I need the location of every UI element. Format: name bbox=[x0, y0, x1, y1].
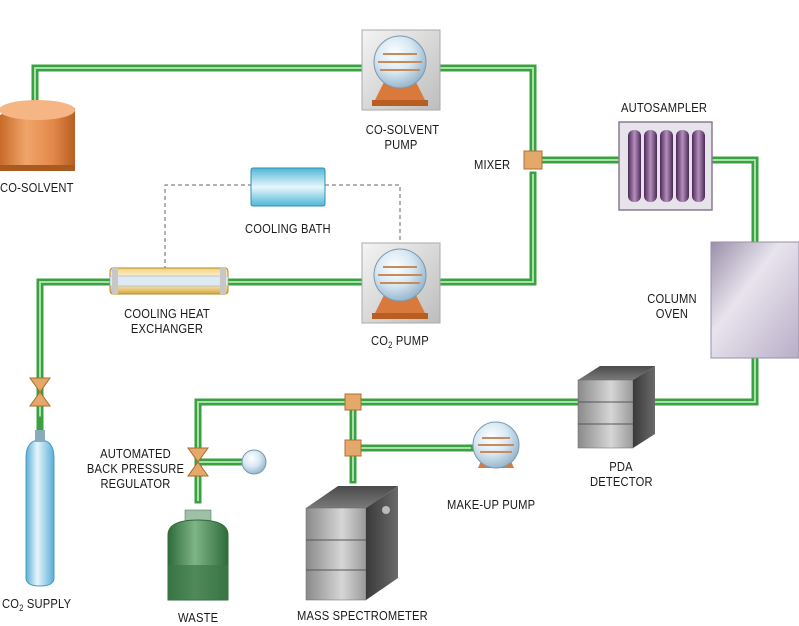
autosampler-to-oven-line bbox=[708, 156, 759, 249]
co2-pump bbox=[361, 242, 441, 324]
make-up-tee-fitting bbox=[344, 439, 362, 457]
cooling-heat-exchanger bbox=[109, 267, 229, 295]
label-back-pressure-regulator: AUTOMATED BACK PRESSURE REGULATOR bbox=[86, 446, 185, 491]
co-solvent-reservoir bbox=[0, 100, 75, 171]
cooling-bath bbox=[250, 167, 326, 207]
cooling-loop-dashed bbox=[164, 184, 401, 270]
co2-valve-icon bbox=[29, 377, 51, 407]
waste-bottle bbox=[167, 509, 229, 601]
label-mixer: MIXER bbox=[474, 157, 511, 172]
co-solvent-line bbox=[31, 64, 537, 164]
splitter-fitting bbox=[344, 393, 362, 411]
label-pda-detector: PDA DETECTOR bbox=[590, 459, 653, 489]
label-co-solvent-pump: CO-SOLVENT PUMP bbox=[365, 122, 440, 152]
label-make-up-pump: MAKE-UP PUMP bbox=[447, 497, 536, 512]
label-co2-pump: CO2 PUMP bbox=[371, 333, 429, 350]
make-up-pump bbox=[472, 421, 520, 469]
mixer-fitting bbox=[523, 150, 543, 170]
label-cooling-bath: COOLING BATH bbox=[245, 221, 331, 236]
mass-spectrometer bbox=[305, 486, 398, 601]
co2-supply-cylinder bbox=[25, 430, 55, 587]
back-pressure-regulator-valve bbox=[187, 447, 267, 477]
label-waste: WASTE bbox=[178, 610, 219, 625]
pressure-sensor-icon bbox=[241, 449, 267, 475]
column-oven bbox=[710, 241, 799, 359]
pda-detector bbox=[577, 366, 655, 449]
co-solvent-pump bbox=[361, 29, 441, 111]
autosampler bbox=[618, 121, 713, 211]
label-cooling-heat-exchanger: COOLING HEAT EXCHANGER bbox=[124, 306, 210, 336]
co2-line bbox=[36, 171, 537, 424]
label-autosampler: AUTOSAMPLER bbox=[621, 100, 708, 115]
label-mass-spectrometer: MASS SPECTROMETER bbox=[297, 608, 428, 623]
oven-to-pda-line bbox=[651, 351, 759, 406]
label-column-oven: COLUMN OVEN bbox=[647, 291, 697, 321]
label-co-solvent: CO-SOLVENT bbox=[0, 180, 74, 195]
label-co2-supply: CO2 SUPPLY bbox=[2, 596, 72, 613]
